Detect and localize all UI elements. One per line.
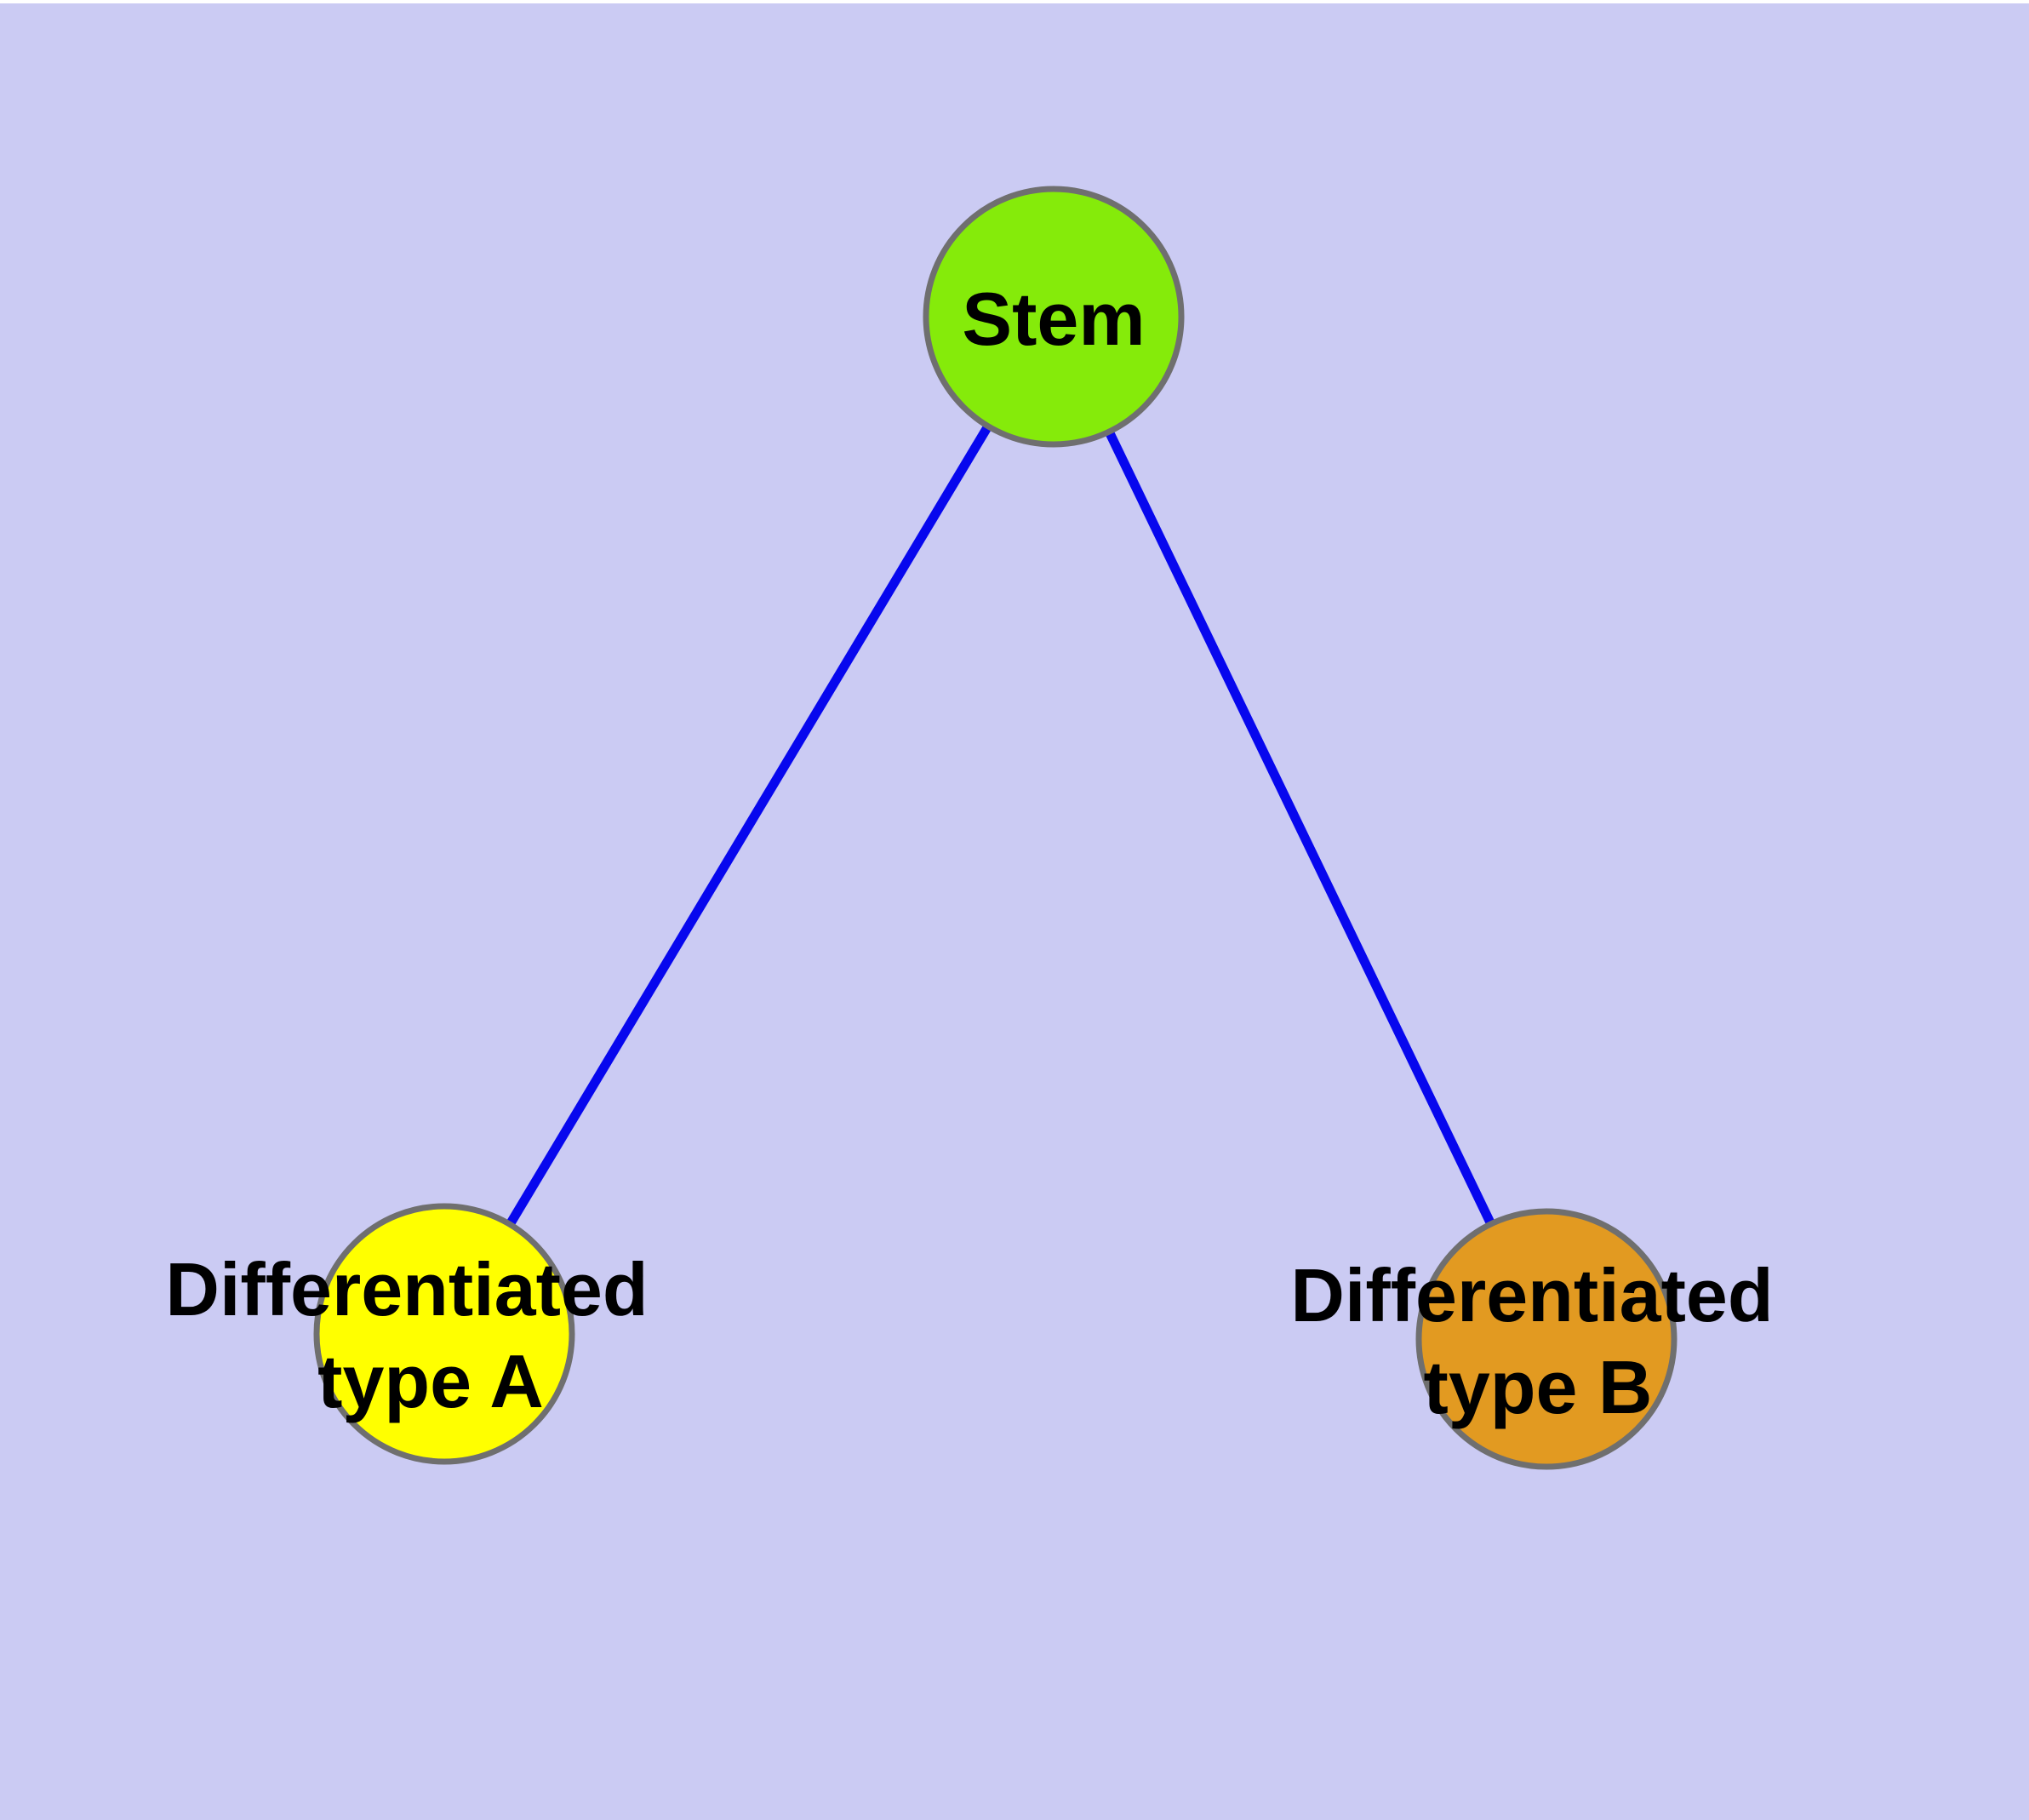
type-a-node-label-line1: Differentiated xyxy=(165,1247,648,1331)
edge-stem-to-type-a xyxy=(440,314,1058,1336)
node-type-b-circle xyxy=(1415,1208,1677,1470)
type-a-node-label-line2: type A xyxy=(317,1339,544,1423)
node-type-a-circle xyxy=(313,1203,575,1465)
stem-node-label: Stem xyxy=(962,277,1145,361)
type-b-node-label-line1: Differentiated xyxy=(1290,1253,1773,1337)
edge-stem-to-type-b xyxy=(1049,314,1551,1342)
page-top-margin xyxy=(0,0,2029,3)
node-stem-circle xyxy=(923,186,1185,448)
type-b-node-label-line2: type B xyxy=(1424,1345,1653,1429)
